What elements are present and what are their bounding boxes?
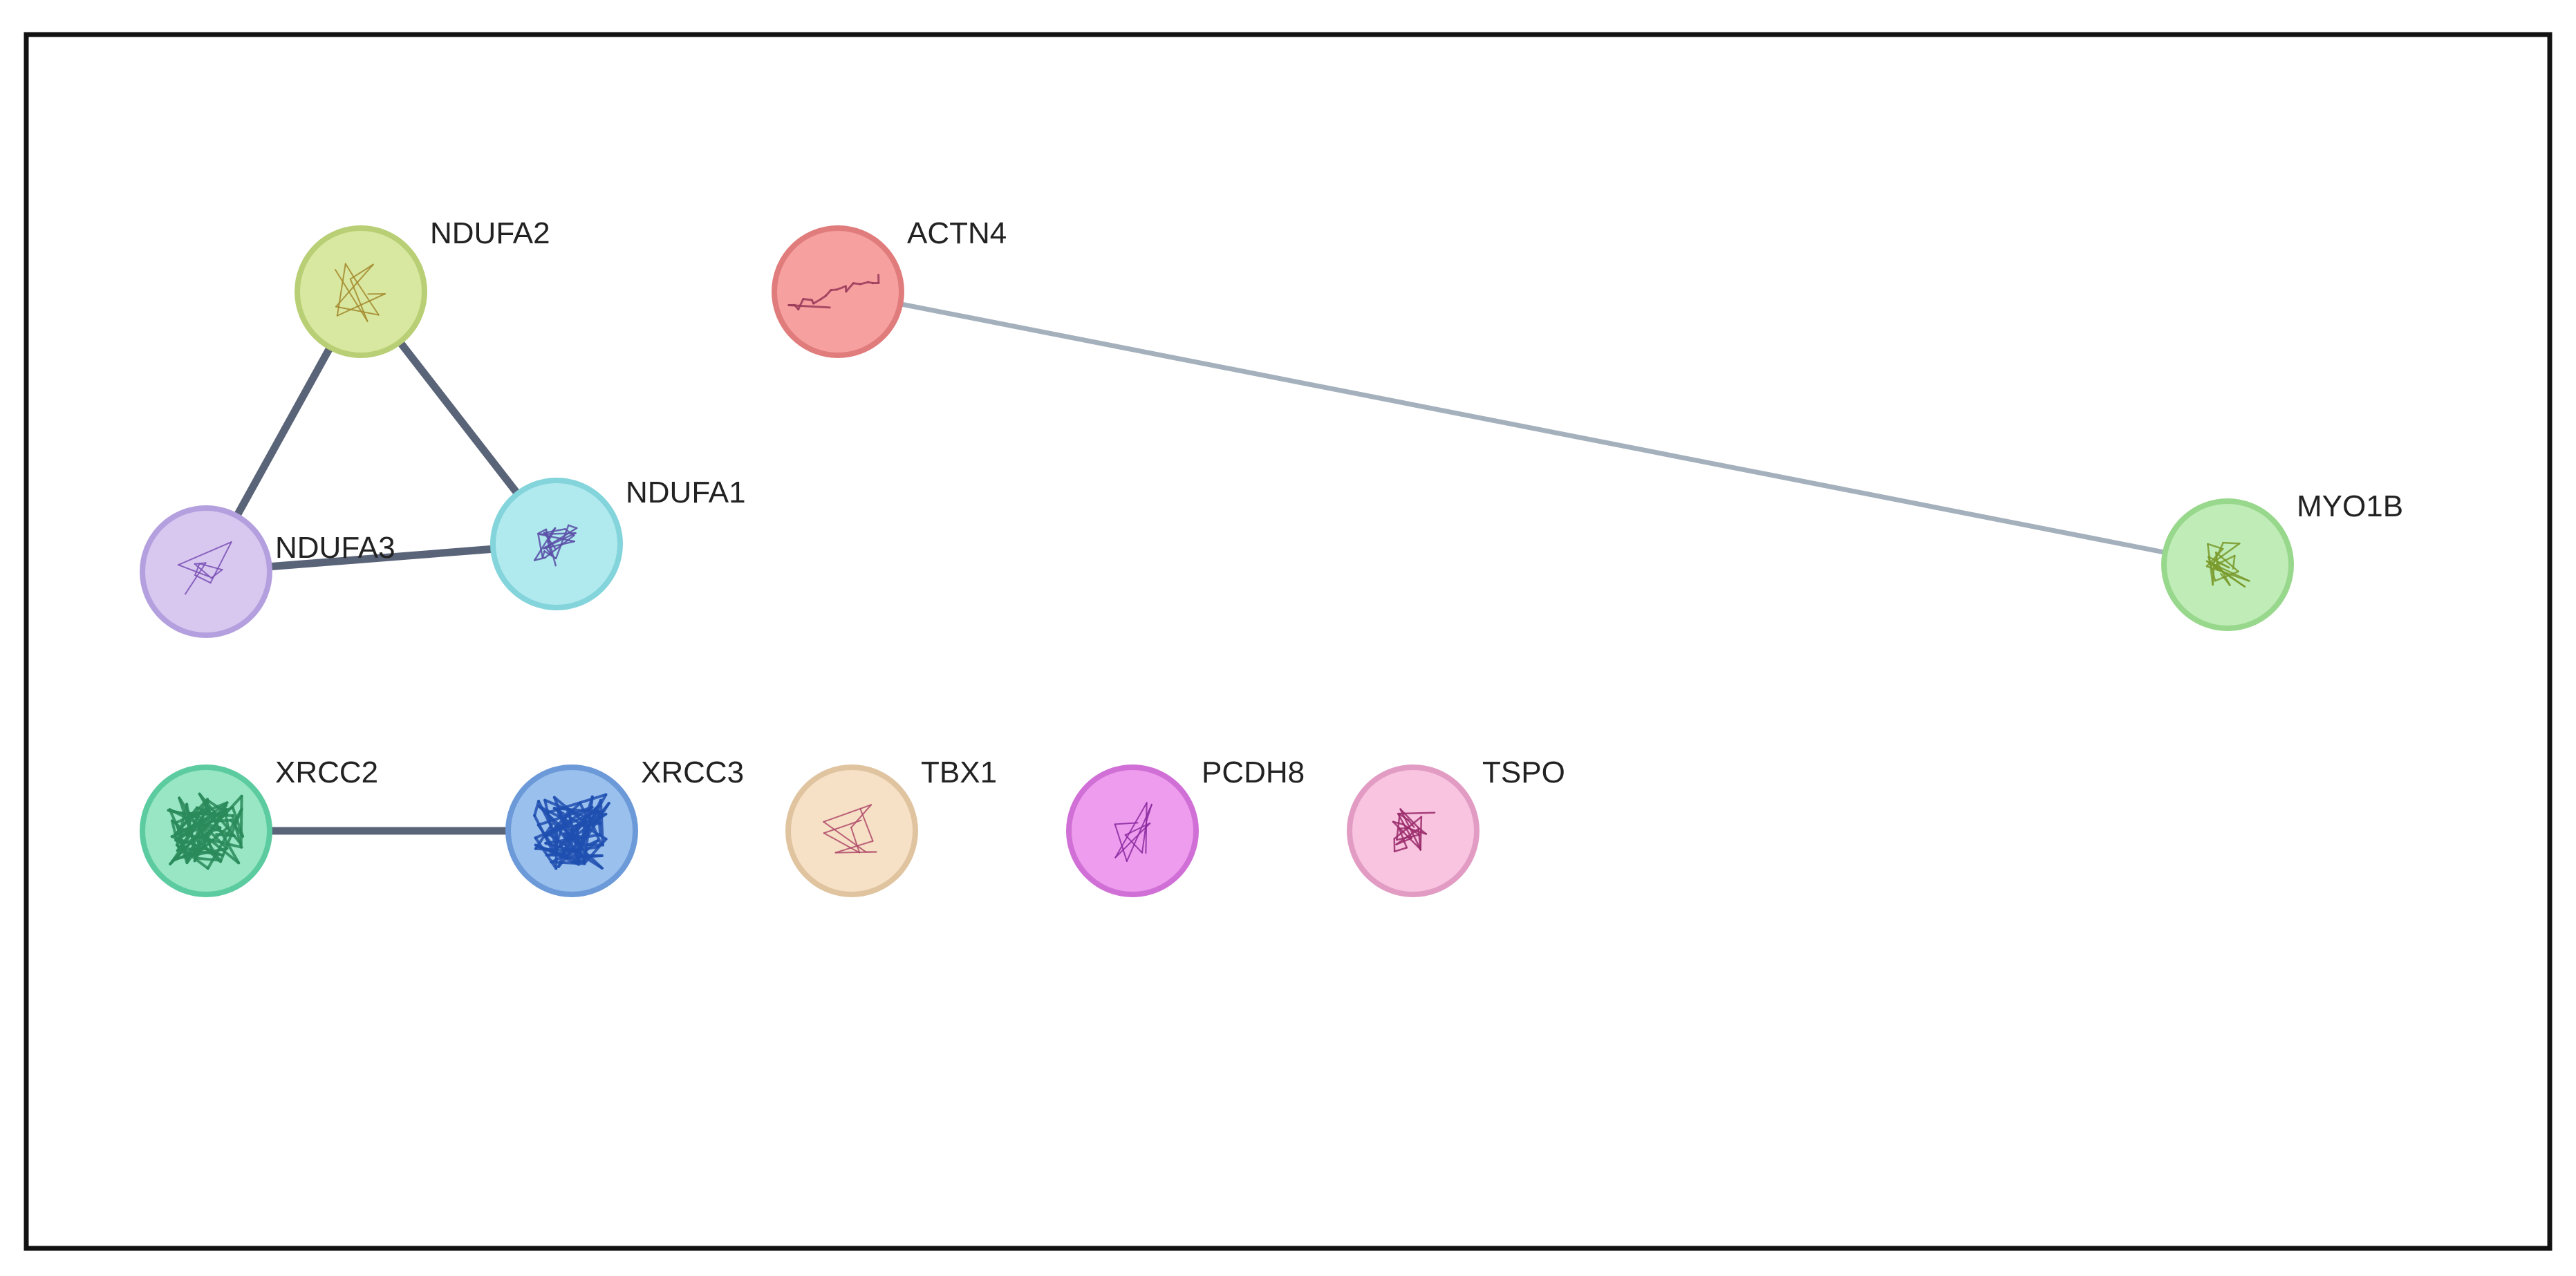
node-label-ndufa1: NDUFA1 [626, 476, 746, 509]
node-label-ndufa3: NDUFA3 [275, 531, 395, 565]
node-label-ndufa2: NDUFA2 [430, 216, 550, 250]
protein-structure-icon [533, 524, 578, 567]
node-label-tspo: TSPO [1482, 756, 1565, 789]
node-circle[interactable] [140, 505, 272, 638]
node-label-pcdh8: PCDH8 [1202, 756, 1305, 789]
node-ndufa2[interactable] [295, 225, 427, 358]
node-label-actn4: ACTN4 [907, 216, 1007, 250]
protein-structure-icon [177, 541, 232, 595]
protein-structure-icon [533, 793, 610, 870]
node-label-xrcc3: XRCC3 [641, 756, 744, 789]
node-ndufa3[interactable] [140, 505, 272, 638]
node-myo1b[interactable] [2161, 498, 2294, 631]
node-circle[interactable] [295, 225, 427, 358]
node-circle[interactable] [490, 478, 623, 610]
edge-actn4-myo1b[interactable] [835, 289, 2230, 567]
protein-structure-icon [823, 804, 877, 854]
frame-border [24, 32, 2552, 1251]
protein-structure-icon [334, 263, 386, 322]
node-circle[interactable] [772, 225, 904, 358]
node-label-tbx1: TBX1 [921, 756, 997, 789]
nodes-layer [140, 225, 2294, 897]
node-xrcc2[interactable] [140, 764, 272, 897]
node-tspo[interactable] [1347, 764, 1480, 897]
protein-structure-icon [167, 792, 245, 870]
node-ndufa1[interactable] [490, 478, 623, 610]
node-circle[interactable] [2161, 498, 2294, 631]
node-label-myo1b: MYO1B [2297, 489, 2403, 523]
node-xrcc3[interactable] [505, 764, 638, 897]
node-pcdh8[interactable] [1066, 764, 1199, 897]
node-label-xrcc2: XRCC2 [275, 756, 378, 789]
protein-structure-icon [2205, 541, 2250, 588]
protein-structure-icon [787, 274, 880, 311]
node-tbx1[interactable] [785, 764, 918, 897]
protein-structure-icon [1114, 802, 1152, 862]
protein-structure-icon [1392, 808, 1436, 853]
node-actn4[interactable] [772, 225, 904, 358]
